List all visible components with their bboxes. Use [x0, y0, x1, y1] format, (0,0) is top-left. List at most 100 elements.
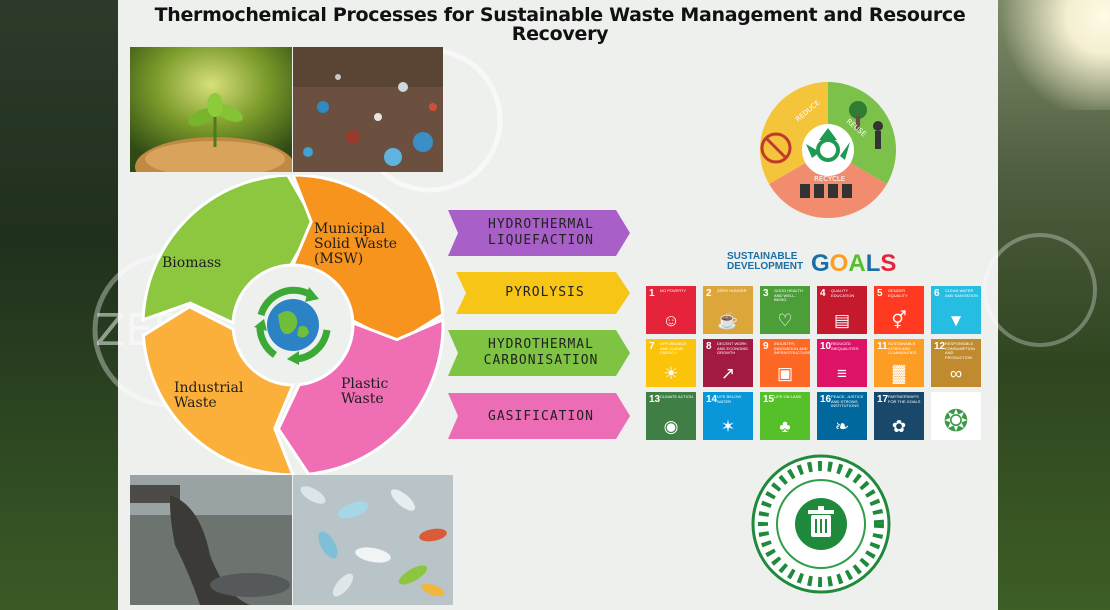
sdg-goal-2: 2 Zero hunger ☕	[703, 286, 753, 334]
sdg-goal-text: Climate action	[660, 394, 694, 399]
sdg-goal-number: 15	[763, 394, 775, 405]
sdg-goal-number: 11	[877, 341, 888, 352]
sdg-goal-14: 14Life below water ✶	[703, 392, 753, 440]
sdg-goal-number: 6	[934, 288, 940, 299]
cubes-icon: ▣	[776, 364, 794, 383]
cycle-segment-msw	[290, 175, 445, 345]
sdg-goal-text: Quality education	[831, 288, 855, 298]
sdg-goal-10: 10Reduced inequalities ≡	[817, 339, 867, 387]
sdg-goal-text: Decent work and economic growth	[717, 341, 749, 355]
background-right-grass	[990, 0, 1110, 610]
sdg-goal-12: 12Responsible consumption and production…	[931, 339, 981, 387]
sdg-goal-text: Affordable and clean energy	[660, 341, 687, 355]
waste-cycle-diagram	[141, 175, 445, 475]
sdg-goal-13: 13Climate action ◉	[646, 392, 696, 440]
process-pyrolysis: PYROLYSIS	[505, 285, 585, 300]
process-arrows	[448, 210, 630, 439]
sdg-goal-5: 5 Gender equality ⚥	[874, 286, 924, 334]
recycle-globe-icon	[254, 286, 331, 365]
cycle-segment-plastic	[276, 317, 445, 475]
sdg-goal-number: 17	[877, 394, 889, 405]
sdg-goal-number: 9	[763, 341, 769, 352]
infinity-icon: ∞	[949, 364, 963, 383]
process-hydrothermal-liquefaction: HYDROTHERMAL LIQUEFACTION	[488, 217, 594, 248]
label-recycle: RECYCLE	[814, 175, 845, 183]
plant-sprout-photo	[130, 47, 292, 172]
sdg-heading-development: DEVELOPMENT	[727, 261, 804, 272]
sdg-goal-text: Clean water and sanitation	[945, 288, 978, 298]
sdg-goal-wheel: ❂	[931, 392, 981, 440]
sdg-goal-8: 8 Decent work and economic growth ↗	[703, 339, 753, 387]
gender-icon: ⚥	[891, 311, 907, 330]
plastic-bottles-photo	[293, 475, 453, 605]
page-title: Thermochemical Processes for Sustainable…	[154, 4, 966, 45]
industrial-outflow-photo	[130, 475, 292, 605]
rings-icon: ✿	[891, 417, 907, 436]
growth-chart-icon: ↗	[720, 364, 736, 383]
sdg-goal-9: 9 Industry, innovation and infrastructure…	[760, 339, 811, 387]
equal-icon: ≡	[837, 364, 847, 383]
sdg-goal-number: 16	[820, 394, 832, 405]
segment-label-plastic: Plastic Waste	[341, 376, 389, 407]
heartbeat-icon: ♡	[777, 311, 793, 330]
tree-person-icon	[849, 101, 883, 149]
sdg-goal-text: No poverty	[660, 288, 687, 293]
eye-globe-icon: ◉	[663, 417, 679, 436]
sdg-goal-number: 5	[877, 288, 883, 299]
trash-bin-eco-icon	[751, 454, 891, 594]
sun-icon: ☀	[663, 364, 679, 383]
sdg-goal-number: 7	[649, 341, 655, 352]
sdg-goal-number: 10	[820, 341, 832, 352]
sdg-goal-text: Partnerships for the goals	[888, 394, 921, 404]
sdg-goal-text: Gender equality	[888, 288, 908, 298]
sdg-goal-number: 13	[649, 394, 661, 405]
sdg-goal-number: 14	[706, 394, 718, 405]
sdg-goal-4: 4 Quality education ▤	[817, 286, 867, 334]
sdg-goal-16: 16Peace, justice and strong institutions…	[817, 392, 867, 440]
sdg-goal-text: Good health and well-being	[774, 288, 803, 302]
sunlight	[990, 0, 1110, 110]
process-hydrothermal-carbonisation: HYDROTHERMAL CARBONISATION	[483, 337, 599, 368]
sdg-goal-number: 12	[934, 341, 946, 352]
sdg-goal-text: Peace, justice and strong institutions	[831, 394, 864, 408]
sdg-goal-number: 4	[820, 288, 826, 299]
dove-icon: ❧	[834, 417, 850, 436]
sdg-wheel-icon: ❂	[943, 405, 969, 438]
cycle-segment-biomass	[141, 175, 317, 326]
city-icon: ▓	[892, 364, 906, 383]
sdg-goal-text: Responsible consumption and production	[945, 341, 975, 360]
sdg-goal-text: Industry, innovation and infrastructure	[774, 341, 811, 355]
sdg-goal-6: 6 Clean water and sanitation ▼	[931, 286, 981, 334]
sdg-goal-text: Zero hunger	[717, 288, 747, 293]
family-icon: ☺	[662, 311, 680, 330]
sdg-goal-7: 7 Affordable and clean energy ☀	[646, 339, 696, 387]
water-drop-icon: ▼	[947, 311, 965, 330]
sdg-goal-text: Reduced inequalities	[831, 341, 859, 351]
sdg-goal-15: 15Life on land ♣	[760, 392, 810, 440]
sdg-goal-number: 8	[706, 341, 712, 352]
segment-label-msw: Municipal Solid Waste (MSW)	[314, 221, 398, 267]
segment-label-industrial: Industrial Waste	[174, 380, 244, 411]
background-left-grass	[0, 0, 125, 610]
tree-icon: ♣	[779, 417, 791, 436]
bins-icon	[800, 184, 852, 198]
reduce-reuse-recycle-wheel: REDUCE REUSE RECYCLE	[759, 82, 897, 219]
fish-icon: ✶	[720, 417, 736, 436]
no-bulb-icon	[760, 132, 792, 164]
sdg-goal-11: 11Sustainable cities and communities ▓	[874, 339, 924, 387]
sdg-goal-number: 1	[649, 288, 655, 299]
cycle-segment-industrial	[141, 305, 296, 475]
sdg-goal-17: 17Partnerships for the goals ✿	[874, 392, 924, 440]
bowl-icon: ☕	[717, 311, 739, 330]
segment-label-biomass: Biomass	[162, 255, 222, 271]
process-gasification: GASIFICATION	[488, 409, 594, 424]
sdg-goal-text: Sustainable cities and communities	[888, 341, 917, 355]
recycle-icon	[806, 128, 850, 162]
sdg-goal-text: Life below water	[717, 394, 742, 404]
sdg-goal-number: 3	[763, 288, 769, 299]
sdg-goal-text: Life on land	[774, 394, 802, 399]
book-icon: ▤	[833, 311, 851, 330]
sdg-heading-sustainable: SUSTAINABLE	[727, 251, 798, 262]
sdg-goal-number: 2	[706, 288, 712, 299]
landfill-waste-photo	[293, 47, 443, 172]
